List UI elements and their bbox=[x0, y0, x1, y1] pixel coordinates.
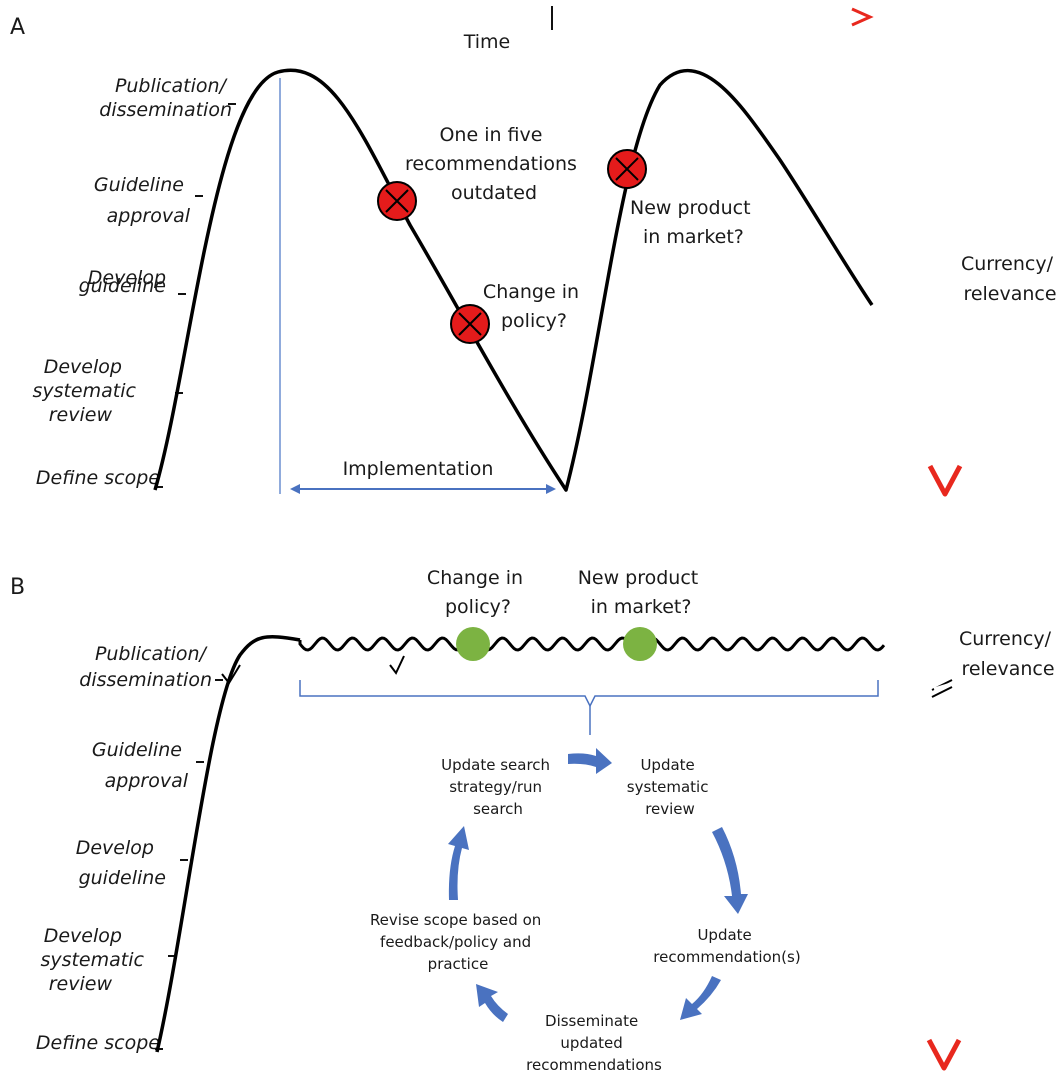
cycle-step-recs: Update recommendation(s) bbox=[653, 926, 800, 966]
currency-arrow-b bbox=[926, 633, 962, 1071]
time-axis: Time bbox=[146, 6, 874, 53]
currency-arrow-a bbox=[927, 62, 963, 497]
event-product-label-b: New product in market? bbox=[578, 567, 705, 618]
stage-label-define-scope: Define scope bbox=[36, 467, 160, 489]
stage-label-define-scope-b: Define scope bbox=[36, 1032, 160, 1054]
update-bracket bbox=[299, 680, 879, 708]
stage-label-approval-b: Guideline approval bbox=[92, 739, 189, 792]
implementation-label: Implementation bbox=[343, 458, 494, 480]
curved-arrow-icon bbox=[448, 826, 469, 900]
stage-label-systematic-review-b: Develop systematic review bbox=[40, 925, 150, 995]
stage-label-systematic-review: Develop systematic review bbox=[32, 356, 142, 426]
lifecycle-curve-a bbox=[153, 68, 874, 492]
stage-label-guideline-word: guideline bbox=[79, 275, 166, 297]
cycle-step-review: Update systematic review bbox=[627, 756, 714, 818]
event-policy-label-b: Change in policy? bbox=[427, 567, 529, 618]
x-circle-icon bbox=[377, 181, 417, 221]
stage-label-approval: Guideline approval bbox=[94, 174, 191, 227]
stage-label-publication: Publication/ dissemination bbox=[99, 75, 232, 121]
curved-arrow-icon bbox=[680, 976, 721, 1020]
stage-axis-b bbox=[155, 679, 223, 1050]
currency-label-a: Currency/ relevance bbox=[961, 253, 1059, 305]
cycle-step-search: Update search strategy/run search bbox=[441, 756, 555, 818]
panel-b-label: B bbox=[10, 575, 25, 600]
checkmark-icon bbox=[389, 655, 405, 675]
cycle-step-disseminate: Disseminate updated recommendations bbox=[526, 1012, 662, 1074]
checkmark-icon bbox=[221, 664, 241, 685]
curved-arrow-icon bbox=[476, 984, 508, 1022]
x-circle-icon bbox=[450, 304, 490, 344]
panel-a-label: A bbox=[10, 15, 25, 40]
stage-label-publication-b: Publication/ dissemination bbox=[79, 643, 212, 691]
product-dot bbox=[623, 627, 657, 661]
curved-arrow-icon bbox=[712, 827, 748, 914]
cycle-step-scope: Revise scope based on feedback/policy an… bbox=[370, 911, 546, 973]
curved-arrow-icon bbox=[568, 748, 612, 774]
policy-dot bbox=[456, 627, 490, 661]
stage-label-develop-guideline-b: Develop guideline bbox=[76, 837, 166, 889]
currency-label-b: Currency/ relevance bbox=[959, 628, 1057, 680]
wavy-currency-line bbox=[298, 636, 886, 652]
event-outdated-label: One in five recommendations outdated bbox=[405, 124, 583, 204]
event-policy-label-a: Change in policy? bbox=[483, 281, 585, 332]
stage-label-develop-guideline: Develop bbox=[88, 267, 166, 289]
time-label: Time bbox=[463, 31, 511, 53]
x-circle-icon bbox=[607, 149, 647, 189]
lifecycle-curve-b bbox=[155, 635, 301, 1053]
event-product-label-a: New product in market? bbox=[630, 197, 757, 248]
